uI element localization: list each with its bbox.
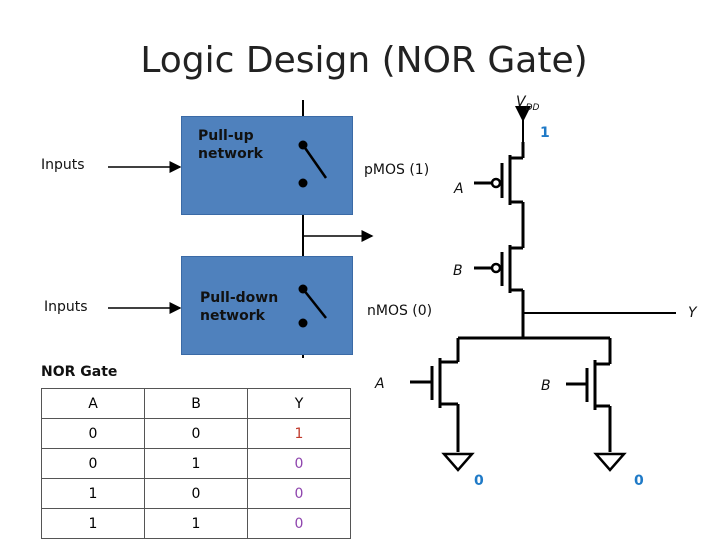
input-a-pmos-label: A — [454, 181, 464, 197]
vdd-value: 1 — [540, 125, 550, 141]
pull-up-switch — [301, 144, 328, 179]
truth-table: A B Y 0 0 1 0 1 0 1 0 0 1 1 0 — [41, 388, 351, 539]
input-b-pmos-label: B — [453, 263, 463, 279]
pull-down-label-line1: Pull-down — [200, 290, 279, 306]
pull-up-network-box: Pull-up network — [181, 116, 353, 215]
pull-down-switch-top-node — [298, 284, 308, 294]
inputs-bottom-label: Inputs — [44, 299, 88, 315]
slide-title: Logic Design (NOR Gate) — [140, 40, 588, 81]
pull-up-switch-top-node — [298, 140, 308, 150]
table-cell: 1 — [41, 478, 145, 509]
output-y-label: Y — [688, 305, 697, 321]
table-row: 0 1 0 — [41, 448, 351, 479]
input-a-nmos-label: A — [375, 376, 385, 392]
pull-up-switch-bottom-node — [298, 178, 308, 188]
table-cell-output: 0 — [247, 508, 351, 539]
pull-down-switch — [302, 288, 327, 319]
table-cell: 0 — [144, 478, 248, 509]
truth-table-caption: NOR Gate — [41, 364, 118, 380]
ground-right-value: 0 — [634, 473, 644, 489]
table-cell: 1 — [144, 508, 248, 539]
vdd-label: VDD — [516, 94, 540, 113]
input-b-nmos-label: B — [541, 378, 551, 394]
transistor-circuit — [410, 106, 676, 472]
table-cell-output: 1 — [247, 418, 351, 449]
table-header-a: A — [41, 388, 145, 419]
table-cell-output: 0 — [247, 448, 351, 479]
table-cell: 1 — [41, 508, 145, 539]
table-row: 0 0 1 — [41, 418, 351, 449]
table-row: 1 0 0 — [41, 478, 351, 509]
pull-up-label-line1: Pull-up — [198, 128, 254, 144]
pull-down-label-line2: network — [200, 308, 265, 324]
nmos-label: nMOS (0) — [367, 303, 433, 319]
table-cell-output: 0 — [247, 478, 351, 509]
pull-down-switch-bottom-node — [298, 318, 308, 328]
table-header-y: Y — [247, 388, 351, 419]
pull-up-label-line2: network — [198, 146, 263, 162]
table-header-b: B — [144, 388, 248, 419]
table-row: 1 1 0 — [41, 508, 351, 539]
pmos-label: pMOS (1) — [364, 162, 430, 178]
ground-left-value: 0 — [474, 473, 484, 489]
table-header-row: A B Y — [41, 388, 351, 419]
table-cell: 0 — [144, 418, 248, 449]
table-cell: 1 — [144, 448, 248, 479]
inputs-top-label: Inputs — [41, 157, 85, 173]
table-cell: 0 — [41, 448, 145, 479]
table-cell: 0 — [41, 418, 145, 449]
pull-down-network-box: Pull-down network — [181, 256, 353, 355]
